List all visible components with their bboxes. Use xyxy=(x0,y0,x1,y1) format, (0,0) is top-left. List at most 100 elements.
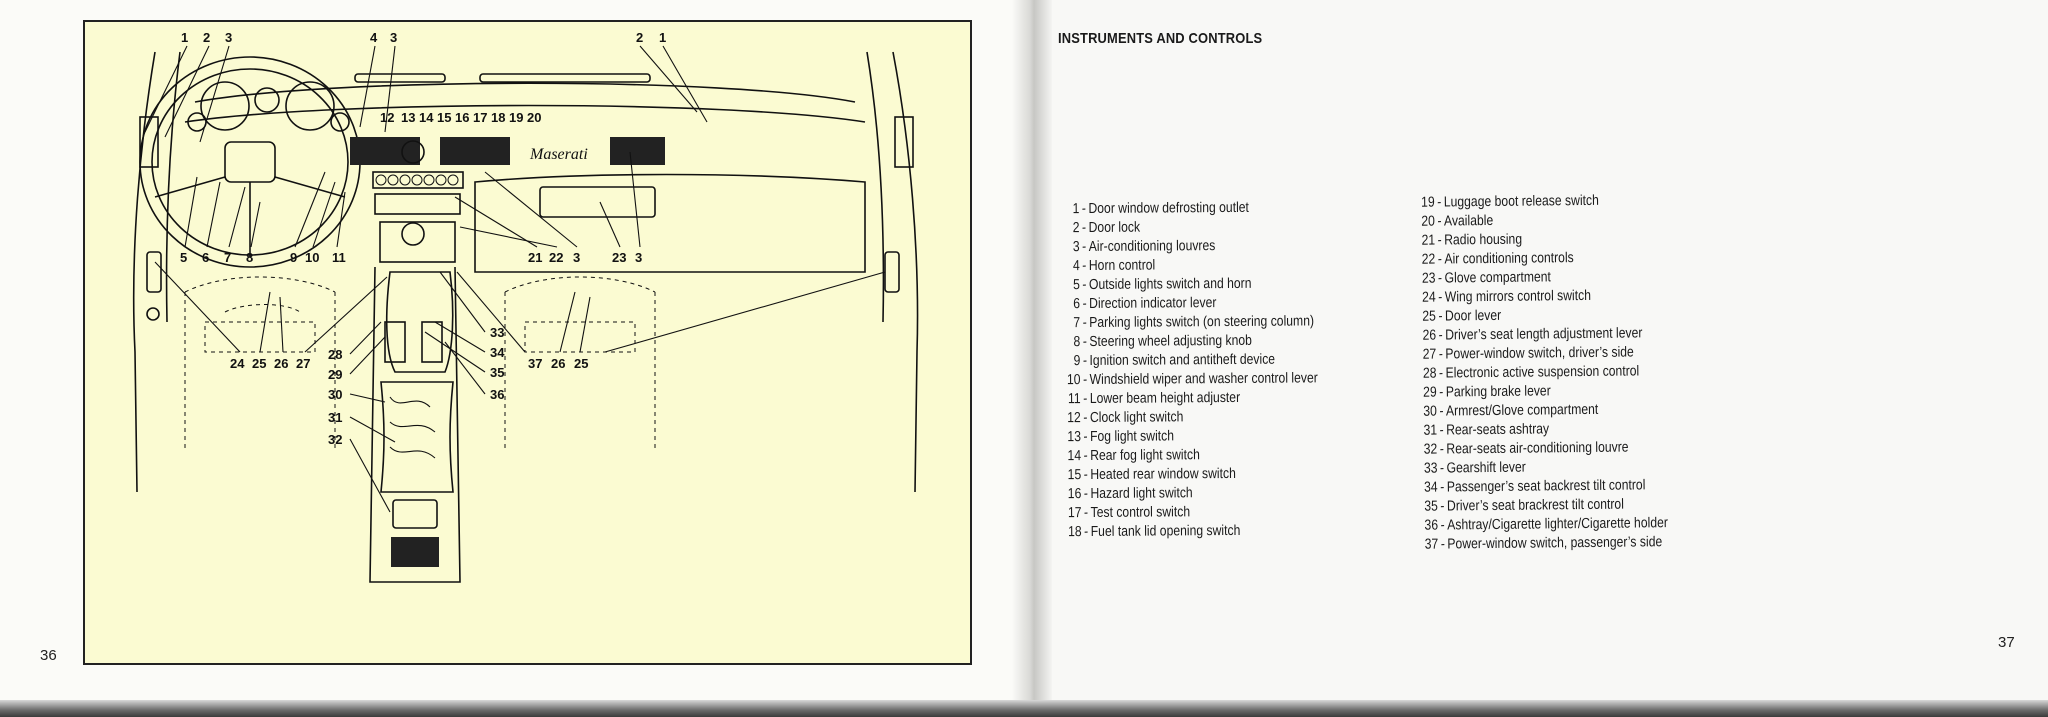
left-side-vent xyxy=(139,116,159,168)
svg-text:9: 9 xyxy=(290,250,297,265)
svg-text:24: 24 xyxy=(230,356,245,371)
left-door-lever xyxy=(146,251,162,293)
glove-box-area xyxy=(474,173,866,273)
legend-item: 16-Hazard light switch xyxy=(1067,485,1193,503)
legend-item: 9-Ignition switch and antitheft device xyxy=(1073,351,1276,370)
legend-item: 12-Clock light switch xyxy=(1067,409,1184,427)
legend-item: 5-Outside lights switch and horn xyxy=(1073,275,1252,294)
svg-text:25: 25 xyxy=(574,356,588,371)
gear-boot xyxy=(385,271,454,373)
svg-text:5: 5 xyxy=(180,250,187,265)
svg-text:3: 3 xyxy=(573,250,580,265)
legend-item: 14-Rear fog light switch xyxy=(1067,447,1200,465)
svg-text:3: 3 xyxy=(225,30,232,45)
right-side-vent xyxy=(894,116,914,168)
svg-text:3: 3 xyxy=(635,250,642,265)
legend-column-2: 19-Luggage boot release switch 20-Availa… xyxy=(1416,190,1753,554)
svg-text:10: 10 xyxy=(305,250,319,265)
svg-text:25: 25 xyxy=(252,356,266,371)
scan-bottom-edge xyxy=(0,700,2048,717)
legend-item: 6-Direction indicator lever xyxy=(1073,295,1217,313)
speedometer-gauge xyxy=(200,81,250,131)
center-console xyxy=(369,266,461,583)
svg-text:34: 34 xyxy=(490,345,505,360)
svg-text:28: 28 xyxy=(328,347,342,362)
armrest xyxy=(380,381,454,493)
glove-compartment xyxy=(539,186,656,218)
radio-housing xyxy=(374,193,461,215)
svg-text:32: 32 xyxy=(328,432,342,447)
svg-text:17: 17 xyxy=(473,110,487,125)
legend-item: 17-Test control switch xyxy=(1067,504,1191,522)
passenger-vent xyxy=(610,137,665,165)
legend-item: 4-Horn control xyxy=(1072,257,1156,275)
legend-item: 37-Power-window switch, passenger’s side xyxy=(1424,534,1663,553)
svg-text:1: 1 xyxy=(181,30,188,45)
section-title: INSTRUMENTS AND CONTROLS xyxy=(1058,30,1263,47)
book-gutter xyxy=(1012,0,1052,705)
svg-text:26: 26 xyxy=(551,356,565,371)
svg-text:19: 19 xyxy=(509,110,523,125)
right-page-number: 37 xyxy=(1998,634,2015,651)
right-page xyxy=(1052,0,2048,705)
svg-text:26: 26 xyxy=(274,356,288,371)
svg-text:20: 20 xyxy=(527,110,541,125)
right-pillar-outline xyxy=(892,51,919,493)
legend-item: 15-Heated rear window switch xyxy=(1067,465,1236,484)
left-pillar-outline xyxy=(132,51,156,493)
legend-item: 18-Fuel tank lid opening switch xyxy=(1067,522,1241,541)
rear-vent xyxy=(391,537,439,567)
svg-text:13: 13 xyxy=(401,110,415,125)
svg-text:31: 31 xyxy=(328,410,342,425)
svg-text:27: 27 xyxy=(296,356,310,371)
dashboard-illustration: Maserati xyxy=(132,30,919,583)
svg-text:2: 2 xyxy=(636,30,643,45)
brand-script: Maserati xyxy=(529,146,588,163)
svg-text:35: 35 xyxy=(490,365,504,380)
legend-column-1: 1-Door window defrosting outlet 2-Door l… xyxy=(1061,198,1396,542)
legend-item: 13-Fog light switch xyxy=(1067,428,1175,446)
svg-text:21: 21 xyxy=(528,250,542,265)
svg-text:12: 12 xyxy=(380,110,394,125)
legend-item: 11-Lower beam height adjuster xyxy=(1067,389,1241,408)
passenger-seat-outline xyxy=(504,276,656,452)
dashboard-diagram: Maserati xyxy=(83,20,972,665)
svg-text:33: 33 xyxy=(490,325,504,340)
svg-text:2: 2 xyxy=(203,30,210,45)
svg-text:11: 11 xyxy=(332,250,346,265)
driver-seat-outline xyxy=(184,276,336,452)
legend-item: 3-Air-conditioning louvres xyxy=(1072,238,1216,256)
svg-text:15: 15 xyxy=(437,110,451,125)
legend-item: 2-Door lock xyxy=(1072,219,1141,237)
svg-text:7: 7 xyxy=(224,250,231,265)
legend-item: 10-Windshield wiper and washer control l… xyxy=(1066,370,1318,389)
svg-text:16: 16 xyxy=(455,110,469,125)
svg-text:14: 14 xyxy=(419,110,434,125)
svg-text:30: 30 xyxy=(328,387,342,402)
callout-labels: 1 2 3 4 3 12 13 14 15 16 17 18 19 20 2 1… xyxy=(180,30,666,447)
svg-text:3: 3 xyxy=(390,30,397,45)
clock xyxy=(401,140,425,164)
svg-text:36: 36 xyxy=(490,387,504,402)
svg-text:22: 22 xyxy=(549,250,563,265)
switch-row xyxy=(372,171,464,189)
svg-text:8: 8 xyxy=(246,250,253,265)
legend-item: 8-Steering wheel adjusting knob xyxy=(1073,332,1252,351)
dashboard-top-outline xyxy=(194,82,856,103)
left-page-number: 36 xyxy=(40,647,57,664)
svg-text:4: 4 xyxy=(370,30,378,45)
right-door-lever xyxy=(884,251,900,293)
svg-text:18: 18 xyxy=(491,110,505,125)
svg-text:37: 37 xyxy=(528,356,542,371)
legend-item: 1-Door window defrosting outlet xyxy=(1072,199,1249,218)
tachometer-gauge xyxy=(285,81,335,131)
svg-text:1: 1 xyxy=(659,30,666,45)
center-right-vent xyxy=(440,137,510,165)
climate-controls xyxy=(379,221,456,263)
svg-text:6: 6 xyxy=(202,250,209,265)
legend-item: 7-Parking lights switch (on steering col… xyxy=(1073,313,1315,332)
svg-text:29: 29 xyxy=(328,367,342,382)
rear-ashtray xyxy=(392,499,438,529)
svg-text:23: 23 xyxy=(612,250,626,265)
steering-hub xyxy=(224,141,276,183)
